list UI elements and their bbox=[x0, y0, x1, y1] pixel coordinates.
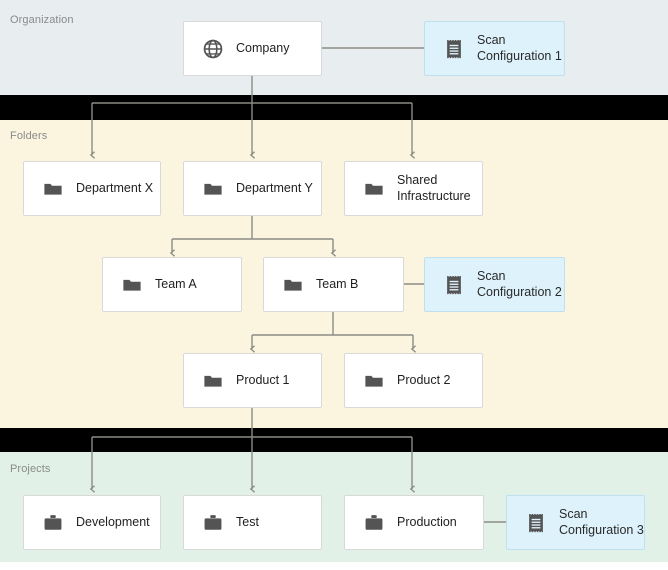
node-company-label: Company bbox=[236, 40, 290, 55]
node-scan-configuration-2[interactable]: Scan Configuration 2 bbox=[424, 257, 565, 312]
node-product-2[interactable]: Product 2 bbox=[344, 353, 483, 408]
briefcase-icon bbox=[204, 514, 222, 530]
node-product-1[interactable]: Product 1 bbox=[183, 353, 322, 408]
folder-icon bbox=[365, 183, 383, 195]
node-team-b[interactable]: Team B bbox=[263, 257, 404, 312]
scan-configuration-icon bbox=[447, 39, 461, 58]
node-test[interactable]: Test bbox=[183, 495, 322, 550]
node-scan-configuration-3-label: Scan Configuration 3 bbox=[559, 507, 644, 537]
briefcase-icon bbox=[365, 514, 383, 530]
node-department-x-label: Department X bbox=[76, 180, 154, 195]
organization-section-label: Organization bbox=[10, 14, 74, 26]
folder-icon bbox=[204, 375, 222, 387]
folders-section-label: Folders bbox=[10, 130, 48, 142]
globe-icon bbox=[203, 39, 223, 58]
node-product-1-label: Product 1 bbox=[236, 372, 290, 387]
node-development[interactable]: Development bbox=[23, 495, 161, 550]
node-test-label: Test bbox=[236, 514, 259, 529]
node-scan-configuration-3[interactable]: Scan Configuration 3 bbox=[506, 495, 645, 550]
folder-icon bbox=[284, 279, 302, 291]
node-company[interactable]: Company bbox=[183, 21, 322, 76]
node-team-a[interactable]: Team A bbox=[102, 257, 242, 312]
node-department-x[interactable]: Department X bbox=[23, 161, 161, 216]
scan-configuration-icon bbox=[447, 275, 461, 294]
node-team-a-label: Team A bbox=[155, 276, 197, 291]
node-production[interactable]: Production bbox=[344, 495, 484, 550]
separator-band-bottom bbox=[0, 428, 668, 452]
node-scan-configuration-1[interactable]: Scan Configuration 1 bbox=[424, 21, 565, 76]
node-team-b-label: Team B bbox=[316, 276, 359, 291]
node-scan-configuration-2-label: Scan Configuration 2 bbox=[477, 269, 562, 299]
node-development-label: Development bbox=[76, 514, 150, 529]
node-production-label: Production bbox=[397, 514, 457, 529]
separator-band-top bbox=[0, 95, 668, 120]
folder-icon bbox=[365, 375, 383, 387]
node-shared-infrastructure-label: Shared Infrastructure bbox=[397, 173, 471, 203]
scan-configuration-icon bbox=[529, 513, 543, 532]
node-product-2-label: Product 2 bbox=[397, 372, 451, 387]
folder-icon bbox=[204, 183, 222, 195]
folder-icon bbox=[44, 183, 62, 195]
projects-section-label: Projects bbox=[10, 463, 51, 475]
node-scan-configuration-1-label: Scan Configuration 1 bbox=[477, 33, 562, 63]
node-department-y-label: Department Y bbox=[236, 180, 313, 195]
node-department-y[interactable]: Department Y bbox=[183, 161, 322, 216]
folder-icon bbox=[123, 279, 141, 291]
node-shared-infrastructure[interactable]: Shared Infrastructure bbox=[344, 161, 483, 216]
briefcase-icon bbox=[44, 514, 62, 530]
